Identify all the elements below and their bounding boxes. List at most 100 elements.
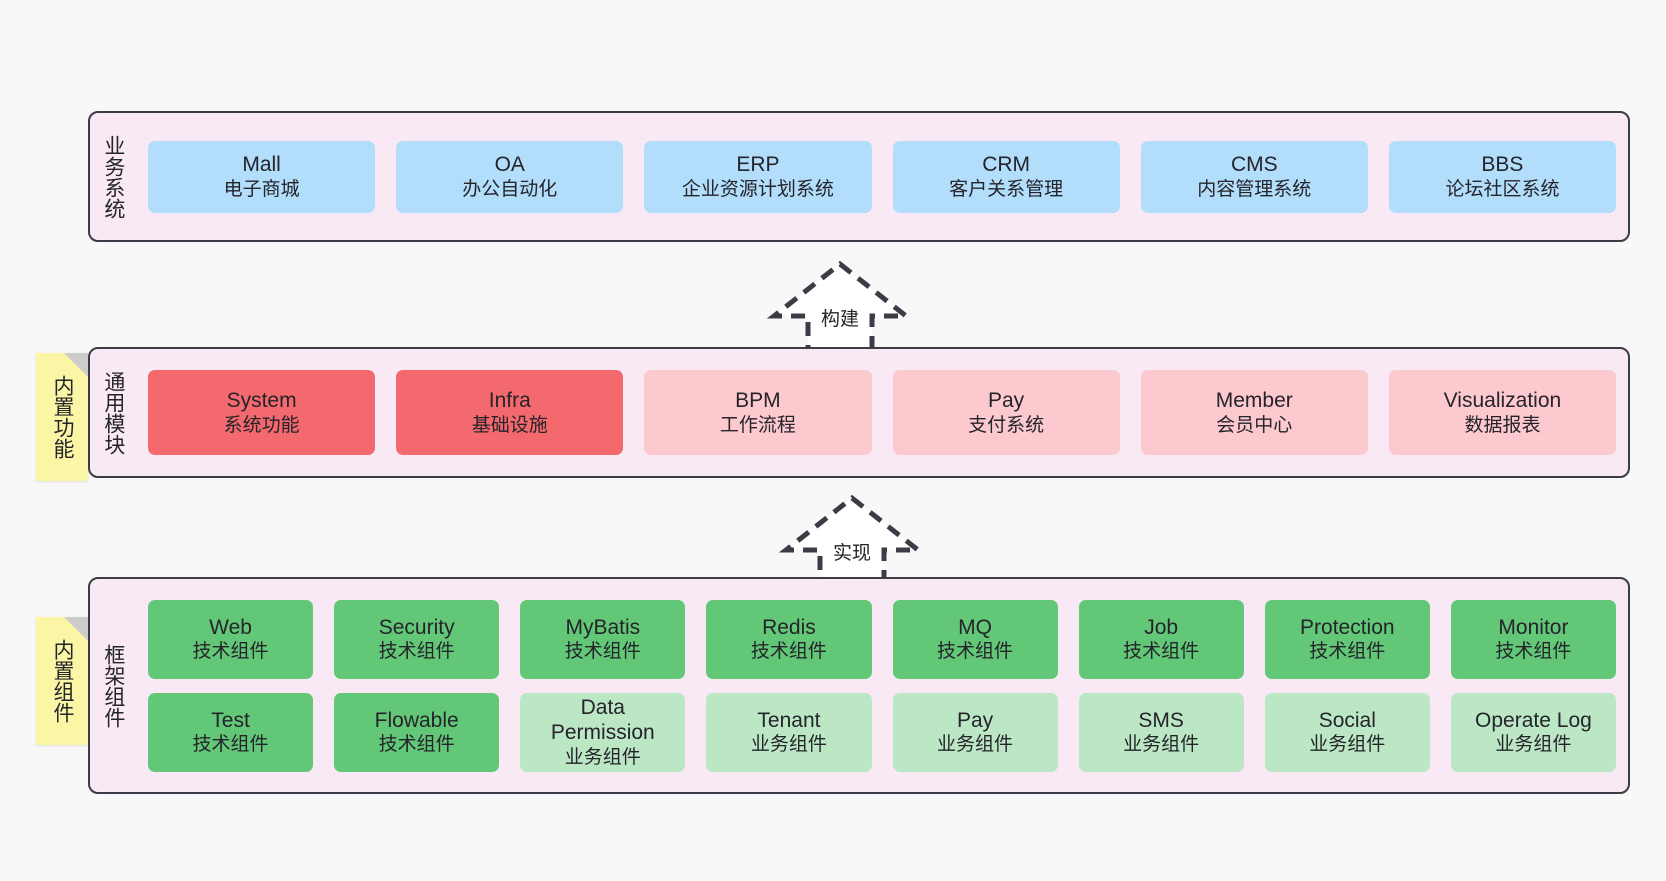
card-title-en: Social <box>1318 708 1376 732</box>
card-title-cn: 客户关系管理 <box>949 178 1064 200</box>
card-infra[interactable]: Infra 基础设施 <box>396 370 624 455</box>
card-title-en: Monitor <box>1498 615 1569 639</box>
card-title-cn: 技术组件 <box>378 734 455 756</box>
layer-title-modules: 通用模块 <box>101 370 125 455</box>
card-title-cn: 技术组件 <box>1495 641 1572 663</box>
card-title-cn: 技术组件 <box>937 641 1014 663</box>
card-title-en: Security <box>378 615 455 639</box>
card-member[interactable]: Member 会员中心 <box>1140 370 1368 455</box>
card-title-cn: 业务组件 <box>750 734 827 756</box>
arrow-up-dashed-icon <box>766 260 914 353</box>
card-bpm[interactable]: BPM 工作流程 <box>644 370 872 455</box>
card-title-cn: 技术组件 <box>378 641 455 663</box>
layer-title-framework: 框架组件 <box>101 643 125 728</box>
card-title-en: Job <box>1144 615 1179 639</box>
card-title-cn: 业务组件 <box>1309 734 1386 756</box>
card-pay-component[interactable]: Pay 业务组件 <box>892 692 1058 772</box>
card-title-cn: 技术组件 <box>192 734 269 756</box>
arrow-up-dashed-icon <box>778 494 926 587</box>
layer-body-framework: Web 技术组件 Security 技术组件 MyBatis 技术组件 Redi… <box>136 579 1628 792</box>
card-title-en: Visualization <box>1443 389 1562 413</box>
card-title-cn: 会员中心 <box>1216 414 1293 436</box>
card-title-en: Pay <box>956 708 994 732</box>
card-crm[interactable]: CRM 客户关系管理 <box>892 140 1120 213</box>
card-title-en: System <box>226 389 297 413</box>
card-title-en: MQ <box>958 615 992 639</box>
card-flowable[interactable]: Flowable 技术组件 <box>334 692 500 772</box>
card-visualization[interactable]: Visualization 数据报表 <box>1388 370 1617 455</box>
card-title-cn: 技术组件 <box>750 641 827 663</box>
card-title-en: CMS <box>1230 153 1278 177</box>
sticky-note-label: 内置功能 <box>51 375 75 459</box>
sticky-note-builtin-components: 内置组件 <box>36 617 88 745</box>
layer-body-modules: System 系统功能 Infra 基础设施 BPM 工作流程 Pay 支付系统… <box>136 349 1628 476</box>
sticky-note-builtin-functions: 内置功能 <box>36 353 88 481</box>
card-title-cn: 技术组件 <box>192 641 269 663</box>
card-title-en: OA <box>494 153 525 177</box>
card-mybatis[interactable]: MyBatis 技术组件 <box>520 599 686 679</box>
card-erp[interactable]: ERP 企业资源计划系统 <box>644 140 872 213</box>
layer-title-business: 业务系统 <box>101 134 125 219</box>
card-title-cn: 论坛社区系统 <box>1445 178 1560 200</box>
card-title-cn: 技术组件 <box>1309 641 1386 663</box>
card-web[interactable]: Web 技术组件 <box>148 599 314 679</box>
layer-body-business: Mall 电子商城 OA 办公自动化 ERP 企业资源计划系统 CRM 客户关系… <box>136 113 1628 240</box>
card-social[interactable]: Social 业务组件 <box>1264 692 1430 772</box>
card-pay[interactable]: Pay 支付系统 <box>892 370 1120 455</box>
card-title-cn: 业务组件 <box>564 747 641 769</box>
card-title-en: ERP <box>736 153 780 177</box>
card-title-en: Tenant <box>757 708 821 732</box>
card-title-cn: 技术组件 <box>564 641 641 663</box>
card-data-permission[interactable]: Data Permission 业务组件 <box>520 692 686 772</box>
card-title-en: CRM <box>982 153 1031 177</box>
card-title-en: BBS <box>1481 153 1524 177</box>
card-title-cn: 技术组件 <box>1123 641 1200 663</box>
arrow-implement: 实现 <box>772 492 932 588</box>
card-sms[interactable]: SMS 业务组件 <box>1078 692 1244 772</box>
card-tenant[interactable]: Tenant 业务组件 <box>706 692 872 772</box>
card-title-en: Flowable <box>374 708 459 732</box>
card-test[interactable]: Test 技术组件 <box>148 692 314 772</box>
card-title-cn: 内容管理系统 <box>1197 178 1312 200</box>
arrow-build: 构建 <box>760 258 920 354</box>
card-row: Mall 电子商城 OA 办公自动化 ERP 企业资源计划系统 CRM 客户关系… <box>148 140 1617 213</box>
card-monitor[interactable]: Monitor 技术组件 <box>1450 599 1616 679</box>
layer-common-modules: 通用模块 System 系统功能 Infra 基础设施 BPM 工作流程 Pay… <box>88 347 1630 478</box>
card-operate-log[interactable]: Operate Log 业务组件 <box>1450 692 1616 772</box>
card-title-cn: 业务组件 <box>1495 734 1572 756</box>
card-system[interactable]: System 系统功能 <box>148 370 376 455</box>
page-fold-icon <box>64 617 88 641</box>
card-title-en: SMS <box>1138 708 1184 732</box>
card-row: Web 技术组件 Security 技术组件 MyBatis 技术组件 Redi… <box>148 599 1616 679</box>
card-title-en: Protection <box>1300 615 1395 639</box>
card-job[interactable]: Job 技术组件 <box>1078 599 1244 679</box>
card-title-en: Web <box>209 615 252 639</box>
card-security[interactable]: Security 技术组件 <box>334 599 500 679</box>
card-title-en: Infra <box>488 389 531 413</box>
card-title-en: Data Permission <box>550 695 655 745</box>
card-row: System 系统功能 Infra 基础设施 BPM 工作流程 Pay 支付系统… <box>148 370 1617 455</box>
card-title-en: Mall <box>242 153 281 177</box>
layer-framework-components: 框架组件 Web 技术组件 Security 技术组件 MyBatis 技术组件… <box>88 577 1630 794</box>
card-title-en: BPM <box>735 389 781 413</box>
card-title-cn: 业务组件 <box>1123 734 1200 756</box>
card-title-cn: 支付系统 <box>968 414 1045 436</box>
card-title-en: Redis <box>762 615 816 639</box>
card-title-cn: 工作流程 <box>719 414 796 436</box>
card-bbs[interactable]: BBS 论坛社区系统 <box>1388 140 1617 213</box>
card-title-en: Member <box>1215 389 1293 413</box>
card-title-cn: 办公自动化 <box>462 178 558 200</box>
card-cms[interactable]: CMS 内容管理系统 <box>1140 140 1368 213</box>
layer-business-systems: 业务系统 Mall 电子商城 OA 办公自动化 ERP 企业资源计划系统 CRM… <box>88 111 1630 242</box>
card-title-en: MyBatis <box>565 615 641 639</box>
card-title-cn: 企业资源计划系统 <box>681 178 834 200</box>
card-row: Test 技术组件 Flowable 技术组件 Data Permission … <box>148 692 1616 772</box>
card-redis[interactable]: Redis 技术组件 <box>706 599 872 679</box>
card-protection[interactable]: Protection 技术组件 <box>1264 599 1430 679</box>
card-title-en: Pay <box>988 389 1025 413</box>
card-mq[interactable]: MQ 技术组件 <box>892 599 1058 679</box>
card-mall[interactable]: Mall 电子商城 <box>148 140 376 213</box>
card-title-en: Operate Log <box>1475 708 1592 732</box>
card-oa[interactable]: OA 办公自动化 <box>396 140 624 213</box>
